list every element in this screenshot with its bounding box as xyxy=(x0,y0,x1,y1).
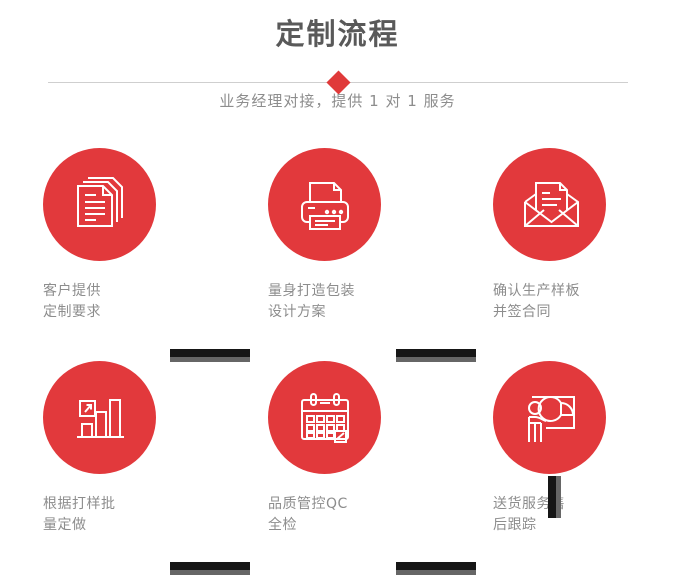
step-4-label: 根据打样批 量定做 xyxy=(43,494,213,536)
step-6-label-line1: 送货服务售 xyxy=(493,496,566,512)
step-5-label-line2: 全检 xyxy=(268,517,297,533)
step-2-label: 量身打造包装 设计方案 xyxy=(268,281,438,323)
connector-bar xyxy=(170,349,250,357)
flow-step-2[interactable]: 量身打造包装 设计方案 xyxy=(225,148,455,348)
flow-step-6[interactable]: 送货服务售 后跟踪 xyxy=(450,361,675,561)
step-3-label-line1: 确认生产样板 xyxy=(493,283,580,299)
page-title: 定制流程 xyxy=(275,17,400,51)
step-3-label-line2: 并签合同 xyxy=(493,304,551,320)
page-subtitle: 业务经理对接，提供 1 对 1 服务 xyxy=(219,92,456,110)
step-1-label-line2: 定制要求 xyxy=(43,304,101,320)
connector-step1-step2 xyxy=(170,349,250,362)
step-4-label-line1: 根据打样批 xyxy=(43,496,116,512)
step-5-label: 品质管控QC 全检 xyxy=(268,494,438,536)
connector-shadow xyxy=(170,570,250,575)
flow-step-5[interactable]: 品质管控QC 全检 xyxy=(225,361,455,561)
page-header: 定制流程 业务经理对接，提供 1 对 1 服务 xyxy=(0,0,675,130)
step-3-icon-circle xyxy=(493,148,606,261)
step-4-label-line2: 量定做 xyxy=(43,517,87,533)
flow-step-1[interactable]: 客户提供 定制要求 xyxy=(0,148,230,348)
connector-shadow xyxy=(170,357,250,362)
flow-step-3[interactable]: 确认生产样板 并签合同 xyxy=(450,148,675,348)
connector-shadow xyxy=(396,357,476,362)
flow-diagram: 客户提供 定制要求 量身打造包装 xyxy=(0,148,675,575)
connector-step5-step6 xyxy=(396,562,476,575)
presentation-pie-chart-icon xyxy=(518,387,582,449)
connector-shadow xyxy=(396,570,476,575)
step-5-icon-circle xyxy=(268,361,381,474)
connector-bar xyxy=(548,476,556,518)
step-1-icon-circle xyxy=(43,148,156,261)
flow-step-4[interactable]: 根据打样批 量定做 xyxy=(0,361,230,561)
connector-bar xyxy=(396,349,476,357)
connector-bar xyxy=(396,562,476,570)
step-2-label-line1: 量身打造包装 xyxy=(268,283,355,299)
bar-chart-growth-icon xyxy=(69,387,131,449)
step-6-label-line2: 后跟踪 xyxy=(493,517,537,533)
step-1-label-line1: 客户提供 xyxy=(43,283,101,299)
step-3-label: 确认生产样板 并签合同 xyxy=(493,281,663,323)
connector-step2-step3 xyxy=(396,349,476,362)
title-divider xyxy=(48,70,628,95)
step-2-label-line2: 设计方案 xyxy=(268,304,326,320)
connector-step3-step6 xyxy=(548,476,561,518)
printer-icon xyxy=(294,174,356,236)
step-4-icon-circle xyxy=(43,361,156,474)
step-5-label-line1: 品质管控QC xyxy=(268,496,348,512)
step-6-icon-circle xyxy=(493,361,606,474)
connector-bar xyxy=(170,562,250,570)
connector-shadow xyxy=(556,476,561,518)
documents-stack-icon xyxy=(69,174,131,236)
step-6-label: 送货服务售 后跟踪 xyxy=(493,494,663,536)
envelope-document-icon xyxy=(518,174,582,236)
connector-step4-step5 xyxy=(170,562,250,575)
step-2-icon-circle xyxy=(268,148,381,261)
calendar-check-icon xyxy=(294,387,356,449)
step-1-label: 客户提供 定制要求 xyxy=(43,281,213,323)
